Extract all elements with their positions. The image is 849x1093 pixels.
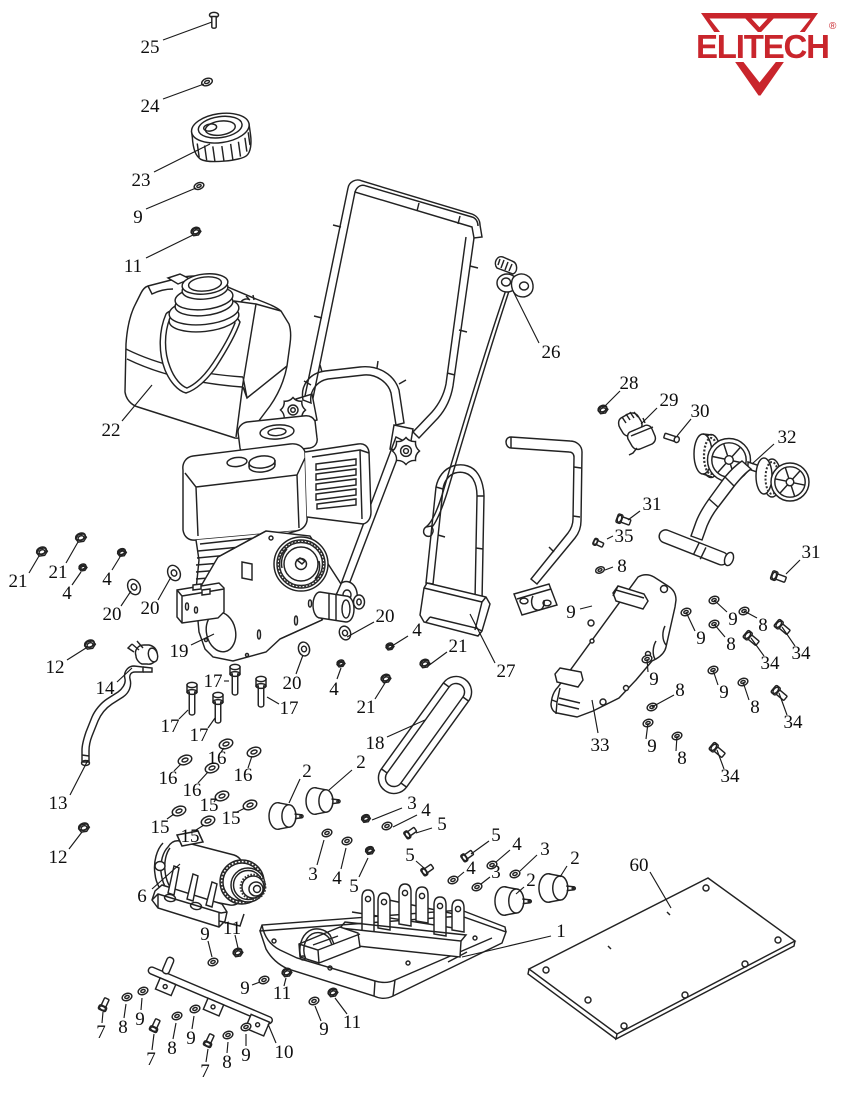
svg-text:30: 30 <box>691 401 710 422</box>
svg-text:15: 15 <box>151 817 170 838</box>
svg-text:16: 16 <box>234 765 253 786</box>
svg-text:9: 9 <box>186 1028 196 1049</box>
svg-text:34: 34 <box>721 766 741 787</box>
svg-text:10: 10 <box>275 1042 294 1063</box>
svg-text:14: 14 <box>96 678 116 699</box>
svg-text:28: 28 <box>620 373 639 394</box>
svg-text:9: 9 <box>719 682 729 703</box>
svg-text:16: 16 <box>208 748 227 769</box>
svg-text:8: 8 <box>617 556 627 577</box>
svg-text:23: 23 <box>132 170 151 191</box>
svg-text:4: 4 <box>466 858 476 879</box>
svg-text:9: 9 <box>649 669 659 690</box>
svg-text:17: 17 <box>190 725 209 746</box>
svg-text:4: 4 <box>329 679 339 700</box>
svg-text:24: 24 <box>141 96 161 117</box>
svg-text:8: 8 <box>675 680 685 701</box>
svg-text:8: 8 <box>118 1017 128 1038</box>
svg-text:7: 7 <box>96 1022 106 1043</box>
svg-text:1: 1 <box>556 921 566 942</box>
svg-text:7: 7 <box>200 1061 210 1082</box>
svg-text:3: 3 <box>308 864 318 885</box>
svg-text:15: 15 <box>200 795 219 816</box>
svg-text:9: 9 <box>240 978 250 999</box>
svg-text:9: 9 <box>200 924 210 945</box>
svg-text:35: 35 <box>615 526 634 547</box>
svg-text:25: 25 <box>141 37 160 58</box>
svg-text:21: 21 <box>9 571 28 592</box>
svg-text:4: 4 <box>512 834 522 855</box>
svg-text:13: 13 <box>49 793 68 814</box>
svg-text:4: 4 <box>412 620 422 641</box>
svg-text:34: 34 <box>792 643 812 664</box>
svg-text:22: 22 <box>102 420 121 441</box>
svg-text:2: 2 <box>302 761 312 782</box>
svg-text:34: 34 <box>784 712 804 733</box>
svg-text:3: 3 <box>540 839 550 860</box>
svg-text:29: 29 <box>660 390 679 411</box>
svg-text:20: 20 <box>103 604 122 625</box>
svg-text:12: 12 <box>46 657 65 678</box>
svg-text:2: 2 <box>570 848 580 869</box>
svg-text:9: 9 <box>696 628 706 649</box>
svg-text:20: 20 <box>283 673 302 694</box>
svg-text:4: 4 <box>102 569 112 590</box>
svg-text:8: 8 <box>167 1038 177 1059</box>
svg-text:17: 17 <box>161 716 180 737</box>
svg-text:17: 17 <box>204 671 223 692</box>
svg-text:9: 9 <box>728 609 738 630</box>
svg-text:20: 20 <box>141 598 160 619</box>
svg-text:4: 4 <box>332 868 342 889</box>
svg-text:5: 5 <box>491 825 501 846</box>
svg-text:8: 8 <box>750 697 760 718</box>
svg-text:21: 21 <box>357 697 376 718</box>
svg-text:5: 5 <box>349 876 359 897</box>
svg-text:31: 31 <box>643 494 662 515</box>
svg-text:31: 31 <box>802 542 821 563</box>
svg-text:8: 8 <box>758 615 768 636</box>
svg-text:11: 11 <box>343 1012 361 1033</box>
svg-text:21: 21 <box>49 562 68 583</box>
svg-text:9: 9 <box>647 736 657 757</box>
svg-text:8: 8 <box>222 1052 232 1073</box>
svg-text:19: 19 <box>170 641 189 662</box>
svg-text:21: 21 <box>449 636 468 657</box>
svg-text:32: 32 <box>778 427 797 448</box>
svg-text:3: 3 <box>407 793 417 814</box>
svg-text:16: 16 <box>183 780 202 801</box>
svg-text:3: 3 <box>491 862 501 883</box>
svg-text:15: 15 <box>222 808 241 829</box>
svg-text:6: 6 <box>137 886 147 907</box>
svg-text:20: 20 <box>376 606 395 627</box>
svg-text:9: 9 <box>566 602 576 623</box>
svg-text:®: ® <box>829 21 837 32</box>
svg-text:26: 26 <box>542 342 561 363</box>
svg-text:27: 27 <box>497 661 516 682</box>
svg-text:2: 2 <box>526 870 536 891</box>
svg-text:12: 12 <box>49 847 68 868</box>
svg-text:9: 9 <box>241 1045 251 1066</box>
svg-text:8: 8 <box>677 748 687 769</box>
svg-text:9: 9 <box>135 1009 145 1030</box>
svg-text:5: 5 <box>437 814 447 835</box>
svg-text:17: 17 <box>280 698 299 719</box>
svg-text:15: 15 <box>181 826 200 847</box>
svg-text:4: 4 <box>421 800 431 821</box>
svg-text:7: 7 <box>146 1049 156 1070</box>
svg-text:33: 33 <box>591 735 610 756</box>
svg-text:9: 9 <box>319 1019 329 1040</box>
svg-text:9: 9 <box>133 207 143 228</box>
svg-text:5: 5 <box>405 845 415 866</box>
svg-text:4: 4 <box>62 583 72 604</box>
svg-text:11: 11 <box>124 256 142 277</box>
svg-text:34: 34 <box>761 653 781 674</box>
svg-text:18: 18 <box>366 733 385 754</box>
svg-text:2: 2 <box>356 752 366 773</box>
svg-text:8: 8 <box>726 634 736 655</box>
svg-text:60: 60 <box>630 855 649 876</box>
svg-text:11: 11 <box>223 918 241 939</box>
svg-text:16: 16 <box>159 768 178 789</box>
svg-text:ELITECH: ELITECH <box>696 28 829 65</box>
svg-text:11: 11 <box>273 983 291 1004</box>
